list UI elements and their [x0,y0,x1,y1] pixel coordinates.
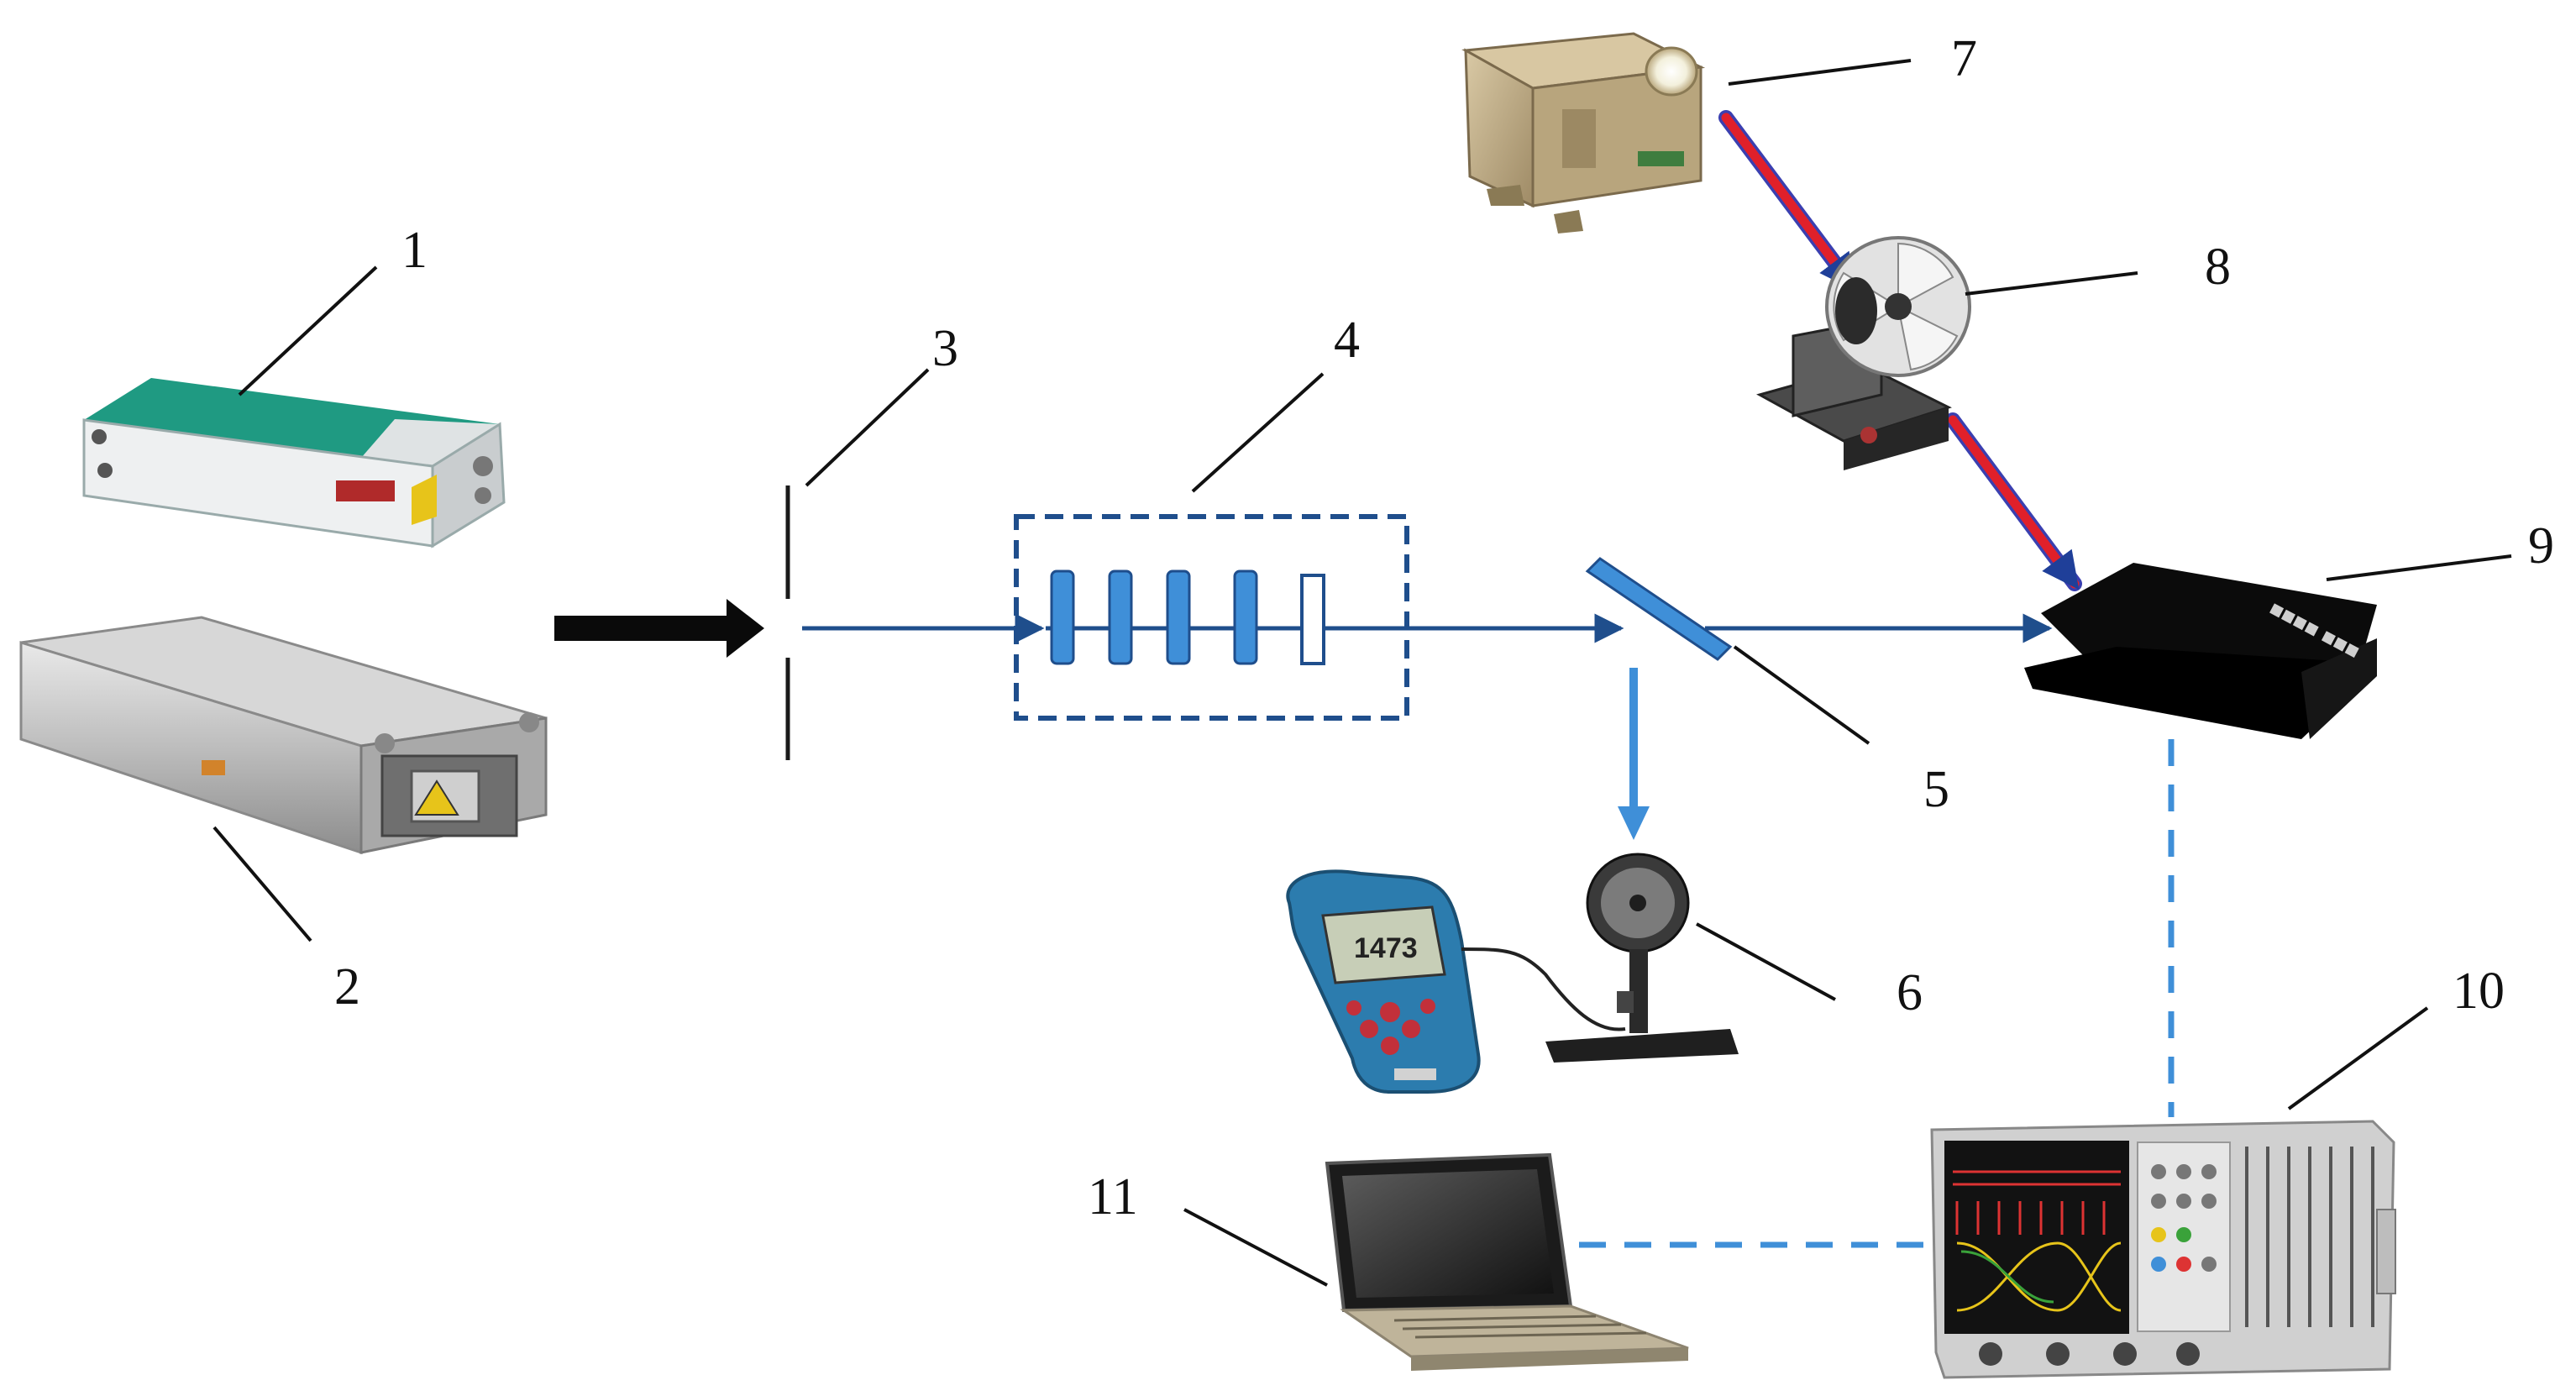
label-8: 8 [2205,239,2231,296]
label-4: 4 [1334,312,1360,369]
label-10: 10 [2453,963,2505,1020]
leader-lines [212,59,2512,1287]
oscilloscope-icon [1930,1120,2396,1379]
beam-splitter-icon [1585,557,1733,661]
label-7: 7 [1951,30,1977,87]
detector-box-icon: ■■■■ ■■■ [2024,563,2377,739]
laser-module-icon [19,616,548,855]
label-1: 1 [401,222,428,279]
optical-chopper-icon [1756,236,1971,470]
pump-beam [1718,110,2082,591]
label-5: 5 [1923,761,1949,818]
laser-head-icon [82,378,506,548]
input-beam-arrow [554,599,764,658]
splitter-down-beam [1618,668,1650,840]
power-meter-icon: 1473 [1286,869,1481,1094]
filter-set-icon [1014,514,1409,721]
label-3: 3 [932,320,958,377]
meter-cable [1461,947,1626,1031]
label-6: 6 [1897,964,1923,1021]
photodiode-detector-icon [1545,853,1739,1063]
power-meter-reading: 1473 [1354,932,1418,964]
projector-lamp-icon [1461,32,1706,234]
laptop-icon [1325,1152,1689,1371]
label-2: 2 [334,958,360,1016]
label-9: 9 [2528,517,2554,575]
label-11: 11 [1088,1168,1138,1225]
